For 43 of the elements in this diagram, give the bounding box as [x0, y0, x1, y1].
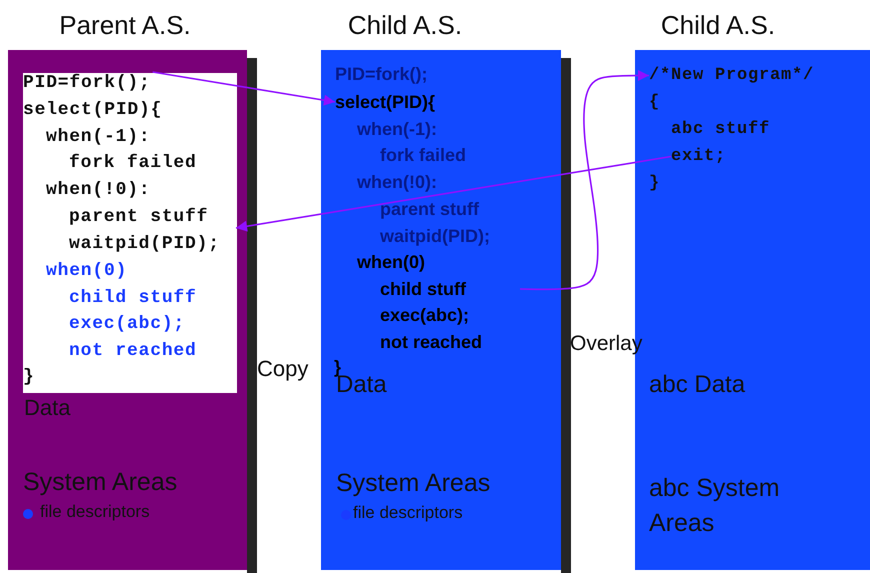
code-line: } — [649, 173, 660, 194]
code-line: PID=fork(); — [335, 63, 428, 85]
code-line: fork failed — [380, 144, 466, 166]
code-line: child stuff — [380, 278, 520, 300]
section-label: abc System Areas — [649, 473, 781, 539]
code-line: waitpid(PID); — [69, 233, 236, 255]
arrow — [236, 156, 672, 232]
code-line: not reached — [69, 340, 197, 362]
code-line: select(PID){ — [23, 99, 162, 121]
list-item: file descriptors — [40, 503, 150, 520]
section-label: System Areas — [336, 471, 490, 496]
code-line: when(0) — [46, 260, 128, 282]
panel-title: Child A.S. — [346, 12, 464, 38]
section-label: abc Data — [649, 373, 746, 397]
list-item: file descriptors — [353, 504, 463, 521]
code-line: abc stuff — [671, 119, 770, 140]
code-line: when(0) — [357, 251, 426, 273]
code-line: not reached — [380, 331, 482, 353]
section-label: Data — [24, 397, 70, 419]
annotation-label: Copy — [257, 358, 308, 380]
code-line: { — [649, 92, 660, 113]
code-line: parent stuff — [380, 198, 479, 220]
code-line: child stuff — [69, 287, 197, 309]
arrow — [520, 70, 649, 290]
code-line: waitpid(PID); — [380, 225, 490, 247]
section-label: System Areas — [23, 470, 178, 495]
code-line: PID=fork(); — [23, 72, 151, 94]
code-line: fork failed — [69, 152, 197, 174]
code-line: exit; — [671, 146, 726, 167]
code-line: /*New Program*/ — [649, 65, 814, 86]
code-line: exec(abc); — [380, 304, 470, 326]
code-line: } — [23, 366, 35, 388]
code-line: select(PID){ — [335, 91, 436, 113]
code-line: when(-1): — [46, 126, 150, 148]
code-line: when(-1): — [357, 118, 437, 140]
code-line: parent stuff — [69, 206, 236, 228]
panel-title: Parent A.S. — [58, 12, 192, 38]
code-line: when(!0): — [46, 179, 150, 201]
panel-title: Child A.S. — [660, 12, 776, 38]
code-line: when(!0): — [357, 171, 437, 193]
code-line: exec(abc); — [69, 313, 186, 335]
arrow — [152, 71, 336, 106]
code-box — [23, 73, 237, 393]
